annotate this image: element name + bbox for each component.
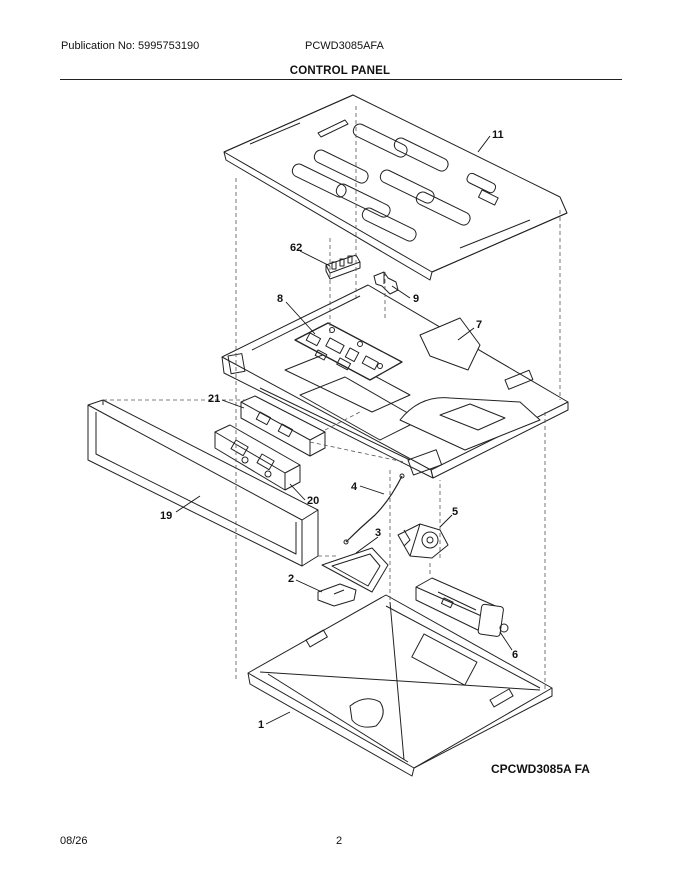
leader-lines bbox=[175, 135, 513, 725]
callout-1: 1 bbox=[258, 719, 264, 731]
callout-9: 9 bbox=[413, 293, 419, 305]
page-number: 2 bbox=[336, 835, 343, 847]
part-11-top-cover bbox=[223, 94, 568, 281]
part-1-bottom-pan bbox=[247, 594, 553, 777]
model-number: PCWD3085AFA bbox=[305, 40, 384, 52]
part-62-clip bbox=[325, 254, 361, 280]
alignment-lines bbox=[103, 106, 561, 690]
part-4-wire bbox=[343, 473, 405, 545]
part-5-motor bbox=[397, 523, 449, 559]
callout-5: 5 bbox=[452, 506, 458, 518]
part-2-bracket bbox=[317, 583, 357, 607]
part-21-housing bbox=[240, 395, 326, 457]
publication-date: 08/26 bbox=[60, 835, 88, 847]
part-6-lock-assembly bbox=[415, 577, 509, 637]
callout-4: 4 bbox=[351, 481, 358, 493]
callout-3: 3 bbox=[375, 527, 381, 539]
callout-19: 19 bbox=[160, 510, 172, 522]
callout-7: 7 bbox=[476, 319, 482, 331]
part-3-gasket bbox=[321, 547, 389, 593]
header-rule bbox=[60, 79, 622, 80]
callout-8: 8 bbox=[277, 293, 283, 305]
callout-6: 6 bbox=[512, 649, 518, 661]
callout-21: 21 bbox=[208, 393, 220, 405]
section-title: CONTROL PANEL bbox=[289, 65, 391, 77]
part-8-control-board bbox=[294, 322, 403, 381]
callout-62: 62 bbox=[290, 242, 302, 254]
callout-2: 2 bbox=[288, 573, 294, 585]
part-19-overlay-panel bbox=[87, 399, 319, 567]
callout-11: 11 bbox=[492, 129, 504, 141]
part-7-control-frame bbox=[221, 284, 569, 479]
callout-20: 20 bbox=[307, 495, 319, 507]
publication-number: Publication No: 5995753190 bbox=[61, 40, 200, 52]
diagram-code: CPCWD3085A FA bbox=[491, 762, 590, 776]
